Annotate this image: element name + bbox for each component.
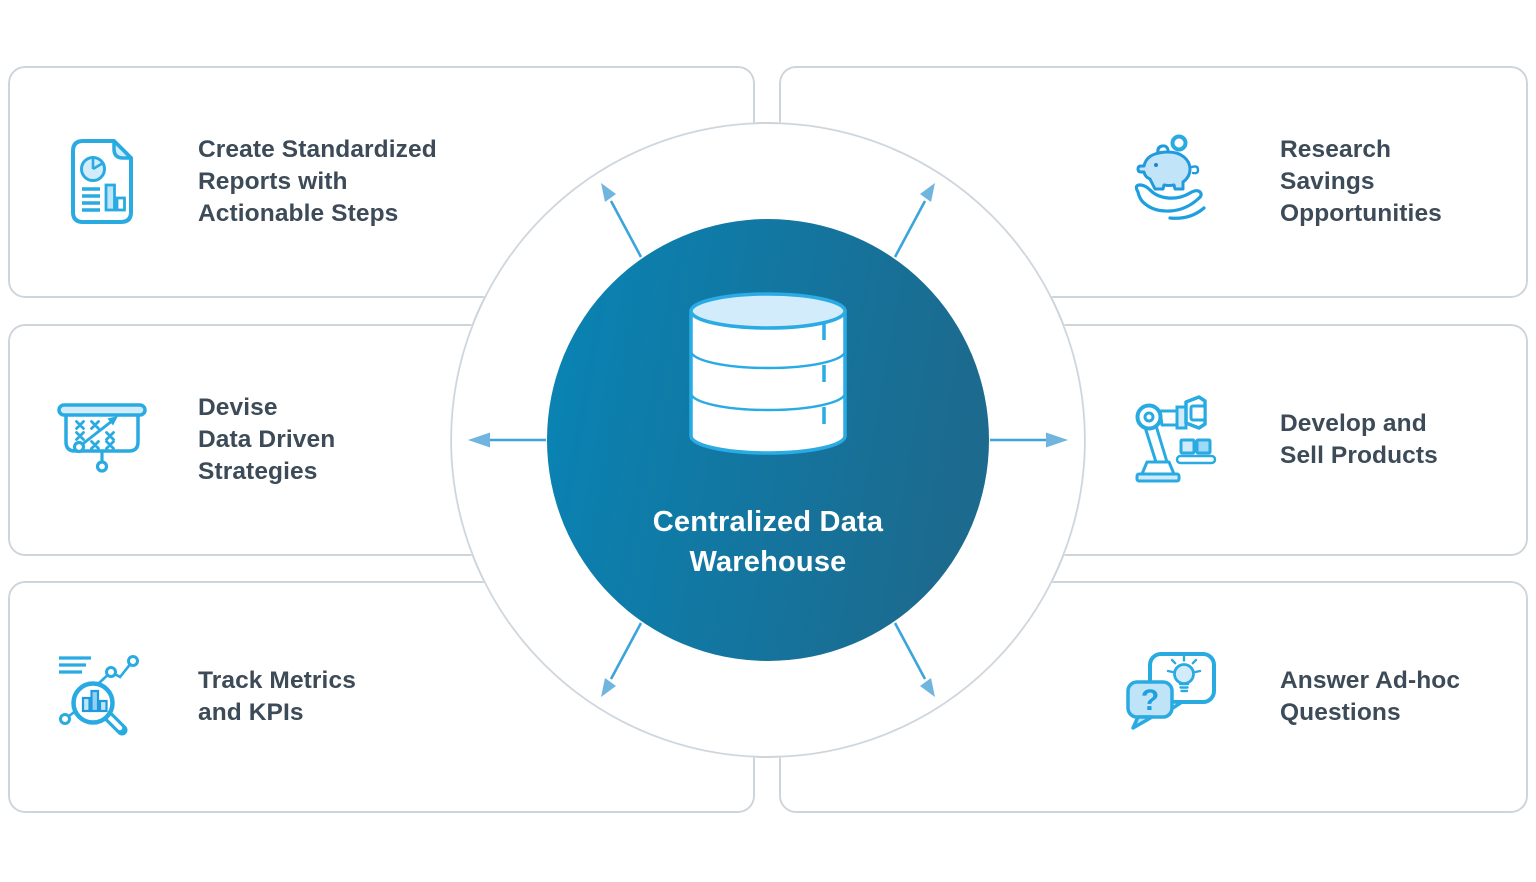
card-text-line: Develop and: [1280, 410, 1427, 437]
chat-bubbles-icon: ?: [1122, 647, 1222, 747]
card-text: Answer Ad-hoc Questions: [1280, 665, 1460, 729]
question-mark-glyph: ?: [1141, 684, 1159, 717]
card-text-line: Sell Products: [1280, 442, 1438, 469]
card-text: Create Standardized Reports with Actiona…: [198, 134, 437, 230]
card-text-line: and KPIs: [198, 699, 304, 726]
card-text-line: Savings: [1280, 168, 1375, 195]
report-document-icon: [52, 132, 152, 232]
metrics-magnifier-icon: [52, 647, 152, 747]
card-text: Develop and Sell Products: [1280, 408, 1438, 472]
card-track-metrics-and-kpis: Track Metrics and KPIs: [8, 581, 755, 813]
card-text-line: Questions: [1280, 699, 1401, 726]
card-text-line: Answer Ad-hoc: [1280, 667, 1461, 694]
center-hub-label-line: Centralized Data: [652, 506, 884, 538]
card-text-line: Research: [1280, 136, 1392, 163]
card-answer-ad-hoc-questions: ? Answer Ad-hoc Questions: [779, 581, 1528, 813]
piggy-bank-in-hand-icon: [1122, 132, 1222, 232]
database-icon: [689, 292, 847, 455]
card-research-savings-opportunities: Research Savings Opportunities: [779, 66, 1528, 298]
card-text-line: Actionable Steps: [198, 200, 399, 227]
card-text: Track Metrics and KPIs: [198, 665, 356, 729]
card-create-standardized-reports: Create Standardized Reports with Actiona…: [8, 66, 755, 298]
card-text: Devise Data Driven Strategies: [198, 392, 335, 488]
card-text-line: Data Driven: [198, 426, 336, 453]
center-hub-circle: Centralized Data Warehouse: [547, 219, 989, 661]
center-hub-label: Centralized Data Warehouse: [547, 502, 989, 582]
strategy-board-icon: [52, 390, 152, 490]
robot-arm-icon: [1122, 390, 1222, 490]
card-text-line: Track Metrics: [198, 667, 356, 694]
card-text-line: Devise: [198, 394, 278, 421]
card-text-line: Strategies: [198, 458, 318, 485]
center-hub-label-line: Warehouse: [689, 546, 847, 578]
card-text-line: Create Standardized: [198, 136, 437, 163]
card-text: Research Savings Opportunities: [1280, 134, 1442, 230]
card-text-line: Reports with: [198, 168, 348, 195]
card-text-line: Opportunities: [1280, 200, 1442, 227]
